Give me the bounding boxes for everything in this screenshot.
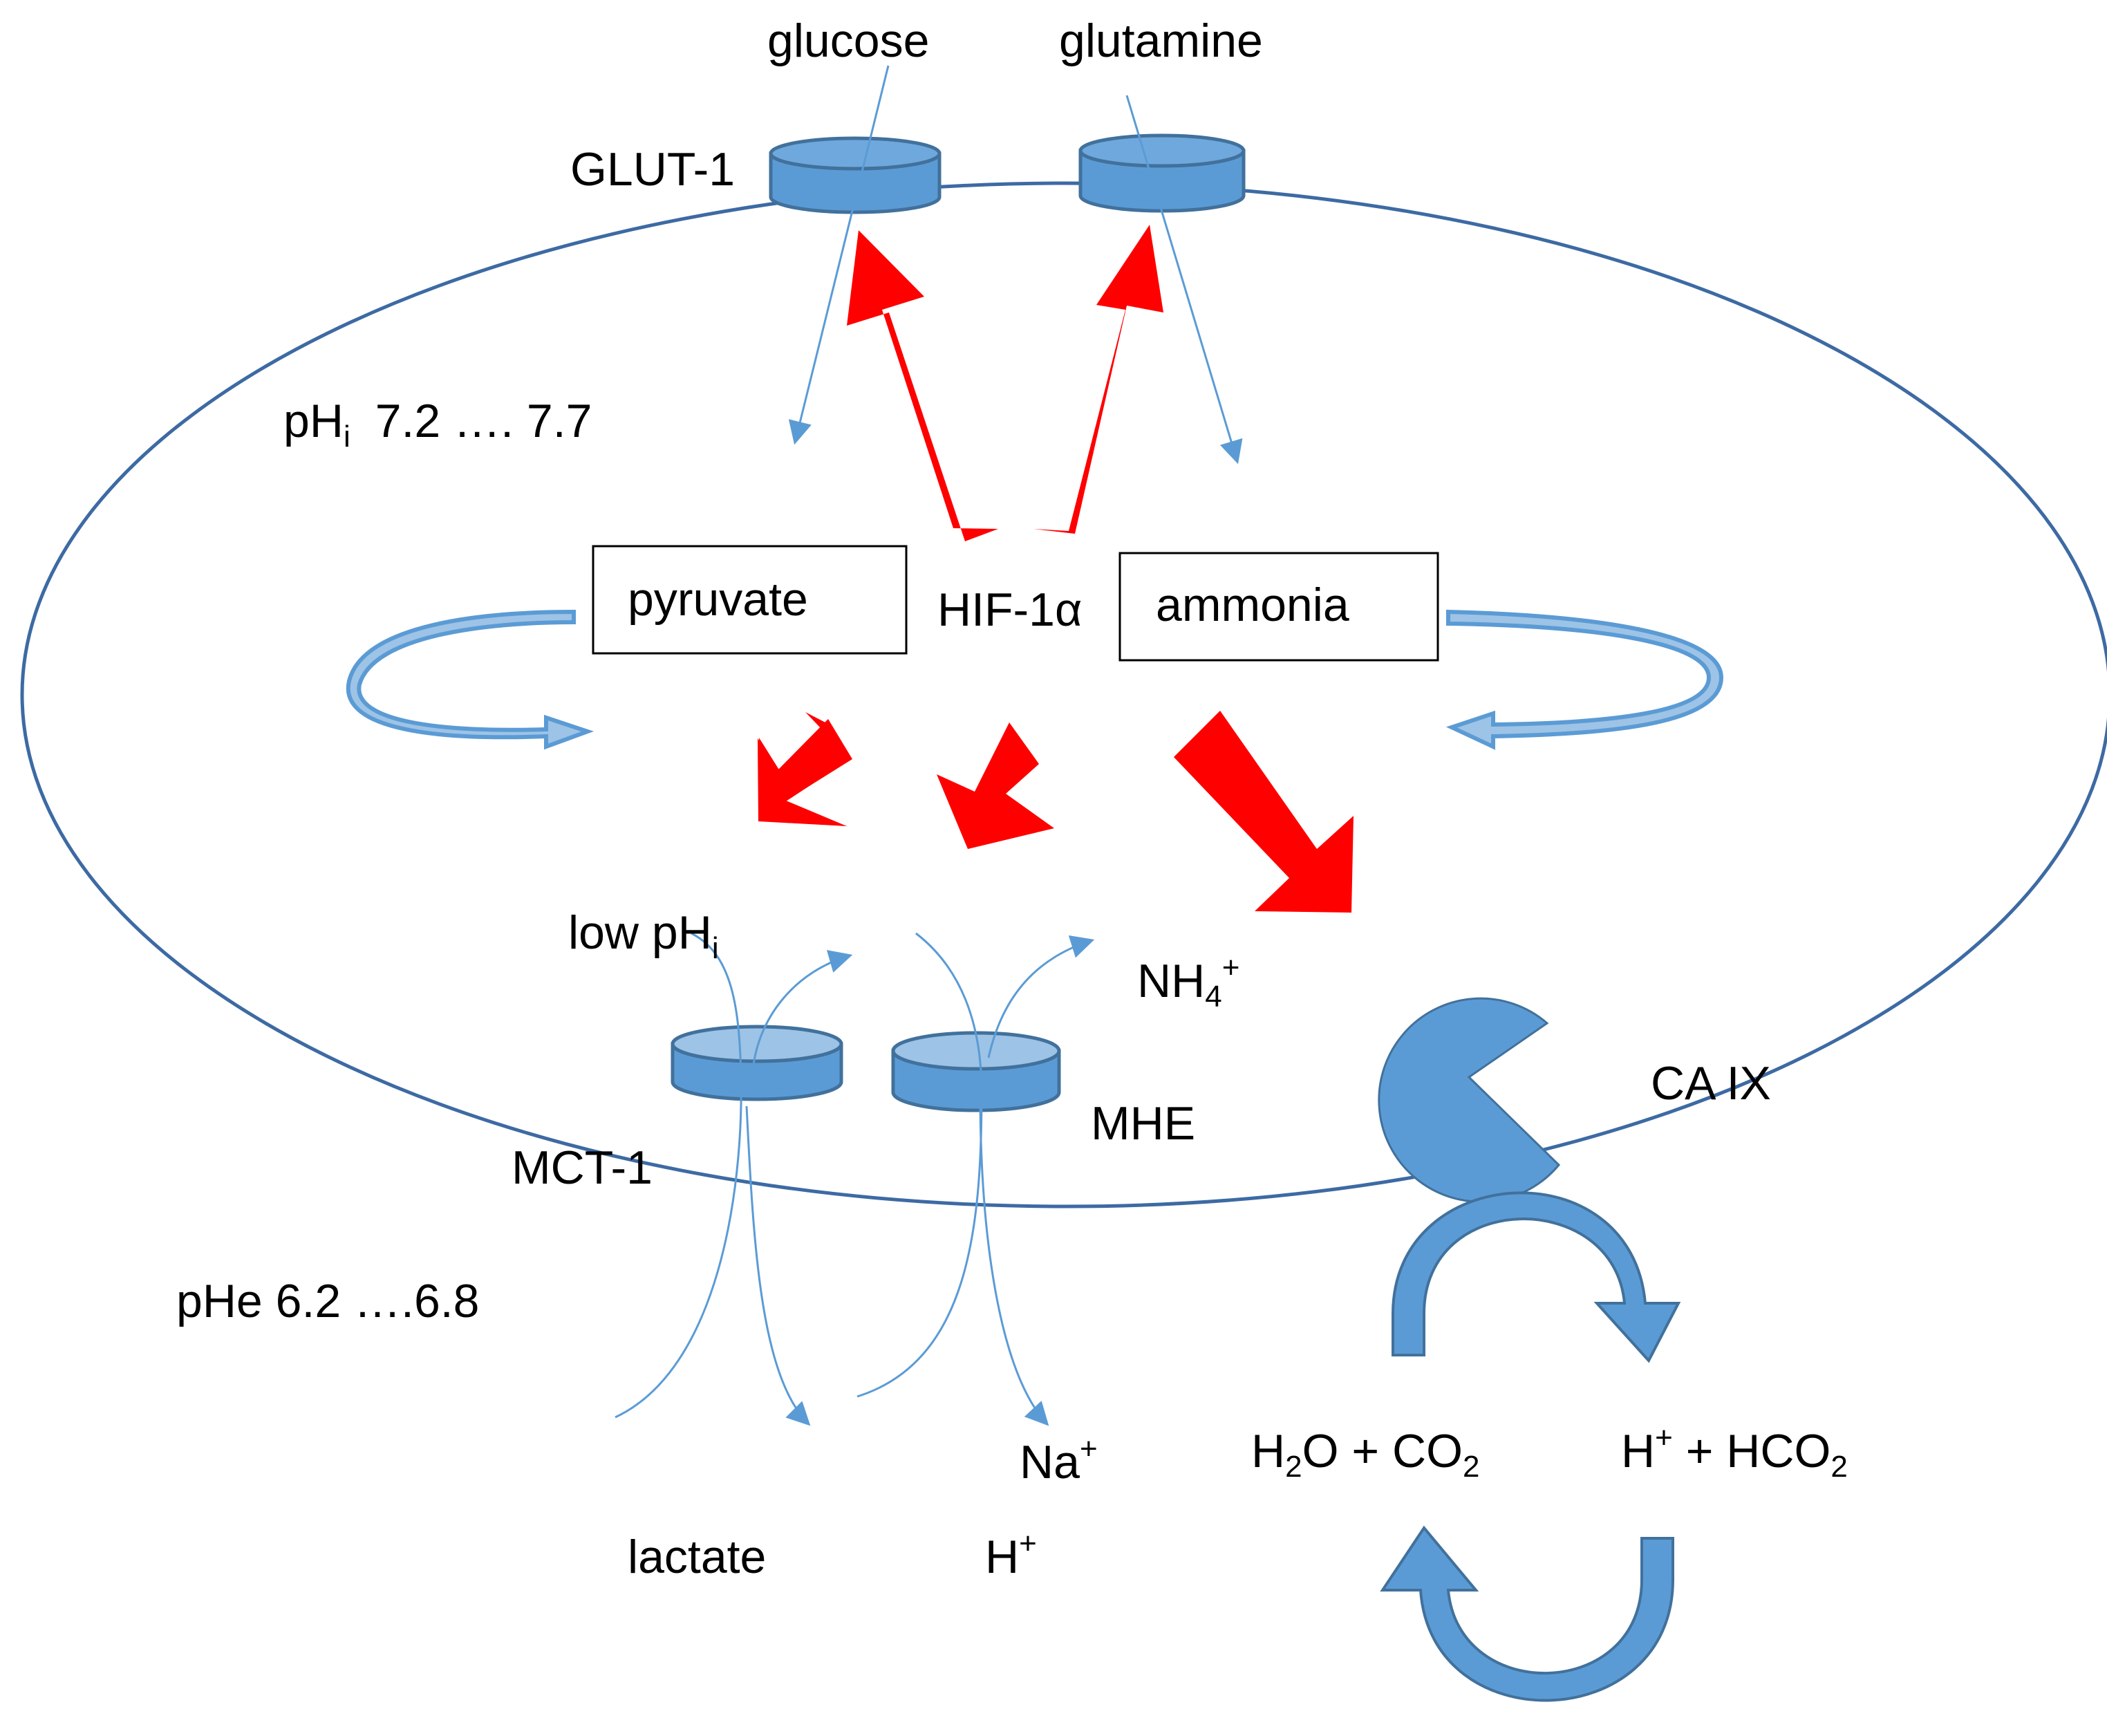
cycle-arrow-bottom-icon — [1380, 1525, 1674, 1702]
glutamine-transporter-icon — [1078, 133, 1246, 213]
hif-label: HIF-1α — [937, 584, 1082, 636]
glucose-label: glucose — [767, 15, 929, 67]
ammonia-label: ammonia — [1156, 579, 1349, 631]
nh4-label: NH4+ — [1137, 951, 1239, 1014]
glucose-uptake-arrow — [788, 65, 890, 445]
hif-down-arrow-right — [1174, 711, 1354, 913]
phe-label: pHe 6.2 ….6.8 — [176, 1275, 479, 1327]
pyruvate-curved-arrow-icon — [346, 609, 594, 750]
ca-ix-label: CA IX — [1651, 1057, 1771, 1110]
pyruvate-box: pyruvate — [592, 545, 908, 655]
cycle-arrow-top-icon — [1392, 1191, 1681, 1363]
glut1-transporter-icon — [769, 136, 942, 214]
h-hco2-label: H+ + HCO2 — [1621, 1421, 1848, 1484]
h2o-co2-label: H2O + CO2 — [1251, 1425, 1479, 1484]
mhe-label: MHE — [1091, 1097, 1195, 1150]
h-label: H+ — [985, 1527, 1037, 1583]
low-phi-label: low pHi — [568, 906, 719, 965]
ammonia-curved-arrow-icon — [1445, 609, 1724, 750]
hif-down-arrow-middle — [937, 722, 1054, 849]
glutamine-label: glutamine — [1059, 15, 1263, 67]
mhe-transporter-icon — [891, 1031, 1061, 1112]
hif-to-glutamine-transporter-arrow — [1033, 225, 1163, 534]
na-label: Na+ — [1020, 1432, 1098, 1488]
hif-to-glut1-arrow — [847, 230, 998, 541]
pyruvate-label: pyruvate — [628, 573, 808, 626]
carbonic-anhydrase-icon — [1378, 997, 1561, 1203]
lactate-label: lactate — [628, 1531, 766, 1583]
cell-membrane — [20, 181, 2107, 1208]
mct1-label: MCT-1 — [512, 1141, 653, 1194]
mct1-transporter-icon — [671, 1025, 843, 1101]
glut1-label: GLUT-1 — [570, 143, 735, 196]
glutamine-uptake-arrow — [1125, 95, 1243, 465]
hif-down-arrow-left-shape — [758, 719, 852, 826]
transport-flow-arrows — [615, 932, 1095, 1426]
ammonia-box: ammonia — [1118, 552, 1439, 662]
